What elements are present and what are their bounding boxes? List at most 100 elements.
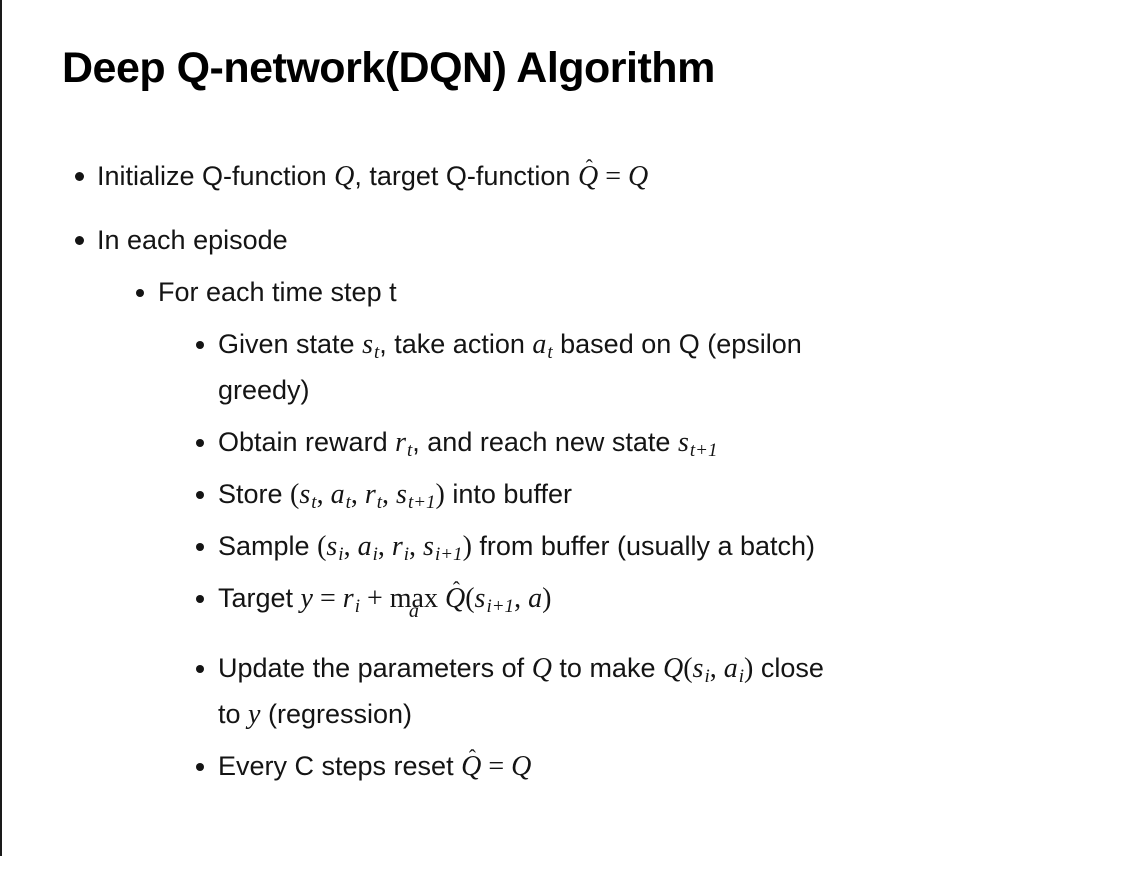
math-run: rt bbox=[364, 479, 383, 513]
hat-accent: ˆ bbox=[452, 577, 460, 602]
math-subscript: i bbox=[338, 544, 344, 565]
math-run: , bbox=[343, 531, 358, 562]
slide-left-border bbox=[0, 0, 2, 856]
math-subscript: i bbox=[704, 666, 710, 687]
bullet-icon bbox=[75, 236, 84, 245]
math-run: Q bbox=[662, 653, 684, 684]
math-run: = bbox=[312, 583, 343, 614]
math-subscript: t bbox=[547, 342, 553, 363]
math-run: ri bbox=[342, 583, 360, 617]
math-run: Q bbox=[334, 161, 355, 192]
math-subscript: t bbox=[345, 492, 351, 513]
math-subscript: i bbox=[354, 596, 360, 617]
bullet-line: Initialize Q-function Q, target Q-functi… bbox=[0, 155, 1124, 195]
math-subscript: t bbox=[311, 492, 317, 513]
math-run: , bbox=[709, 653, 724, 684]
math-run: , bbox=[377, 531, 392, 562]
math-run: si bbox=[326, 531, 344, 565]
bullet-line: Store (st, at, rt, st+1) into buffer bbox=[0, 476, 1124, 513]
text-run: into buffer bbox=[444, 479, 572, 509]
hat-accent: ˆ bbox=[468, 745, 476, 770]
math-run: Q bbox=[511, 751, 532, 782]
bullet-icon bbox=[196, 665, 204, 673]
text-run: , take action bbox=[379, 329, 533, 359]
text-run: Obtain reward bbox=[218, 427, 396, 457]
math-run: , bbox=[514, 583, 529, 614]
text-run: Sample bbox=[218, 531, 318, 561]
text-run: to bbox=[218, 699, 249, 729]
math-run: = bbox=[481, 751, 512, 782]
math-run: ri bbox=[391, 531, 410, 565]
math-subscript: i+1 bbox=[486, 596, 515, 617]
math-run: , bbox=[409, 531, 424, 562]
math-run: ai bbox=[723, 653, 744, 687]
math-run: si bbox=[692, 653, 710, 687]
text-run: Given state bbox=[218, 329, 363, 359]
math-subscript: t bbox=[373, 342, 380, 363]
math-run: at bbox=[532, 329, 553, 363]
text-run: Initialize Q-function bbox=[97, 161, 335, 191]
text-run: Store bbox=[218, 479, 291, 509]
bullet-line: to y (regression) bbox=[0, 696, 1124, 732]
math-run: si+1 bbox=[423, 531, 463, 565]
bullet-icon bbox=[196, 439, 204, 447]
math-subscript: t bbox=[407, 440, 413, 461]
math-run: rt bbox=[395, 427, 413, 461]
bullet-icon bbox=[136, 289, 144, 297]
math-run: ( bbox=[290, 479, 300, 510]
slide-title: Deep Q-network(DQN) Algorithm bbox=[62, 44, 715, 92]
text-run: close bbox=[753, 653, 824, 683]
text-run: greedy) bbox=[218, 375, 310, 405]
math-run: at bbox=[330, 479, 351, 513]
math-subscript: t+1 bbox=[689, 440, 718, 461]
math-run: = bbox=[598, 161, 628, 192]
math-subscript: i+1 bbox=[434, 544, 463, 565]
math-run: ) bbox=[435, 479, 445, 510]
slide-body: Initialize Q-function Q, target Q-functi… bbox=[0, 150, 1124, 784]
text-run: to make bbox=[551, 653, 663, 683]
max-underscript: a bbox=[408, 599, 419, 622]
text-run: based on Q (epsilon bbox=[552, 329, 802, 359]
text-run: In each episode bbox=[97, 225, 288, 255]
bullet-line: Sample (si, ai, ri, si+1) from buffer (u… bbox=[0, 528, 1124, 565]
bullet-icon bbox=[196, 543, 204, 551]
text-run: from buffer (usually a batch) bbox=[471, 531, 816, 561]
bullet-line: Update the parameters of Q to make Q(si,… bbox=[0, 650, 1124, 687]
math-run bbox=[438, 583, 445, 614]
math-run: ( bbox=[317, 531, 327, 562]
math-subscript: i bbox=[738, 666, 744, 687]
math-run: Q bbox=[627, 161, 649, 192]
text-run: For each time step t bbox=[158, 277, 397, 307]
math-subscript: t+1 bbox=[407, 492, 436, 513]
math-subscript: i bbox=[403, 544, 410, 565]
math-subscript: i bbox=[372, 544, 378, 565]
text-run: Every C steps reset bbox=[218, 751, 462, 781]
math-run: st+1 bbox=[396, 479, 436, 513]
math-run: ) bbox=[744, 653, 754, 684]
hat-accent: ˆ bbox=[585, 155, 593, 180]
math-run: ) bbox=[462, 531, 472, 562]
math-subscript: t bbox=[376, 492, 383, 513]
bullet-line: Given state st, take action at based on … bbox=[0, 326, 1124, 363]
math-run: , bbox=[350, 479, 365, 510]
math-run: + bbox=[359, 583, 390, 614]
bullet-icon bbox=[196, 491, 204, 499]
math-run: ai bbox=[357, 531, 378, 565]
bullet-line: For each time step t bbox=[0, 274, 1124, 310]
text-run: (regression) bbox=[260, 699, 413, 729]
math-run: ( bbox=[683, 653, 693, 684]
math-run: si+1 bbox=[474, 583, 515, 617]
math-run: st+1 bbox=[677, 427, 718, 461]
bullet-icon bbox=[196, 595, 204, 603]
math-run: y bbox=[248, 699, 261, 730]
text-run: , and reach new state bbox=[412, 427, 678, 457]
math-run: , bbox=[316, 479, 331, 510]
bullet-line: In each episode bbox=[0, 222, 1124, 258]
